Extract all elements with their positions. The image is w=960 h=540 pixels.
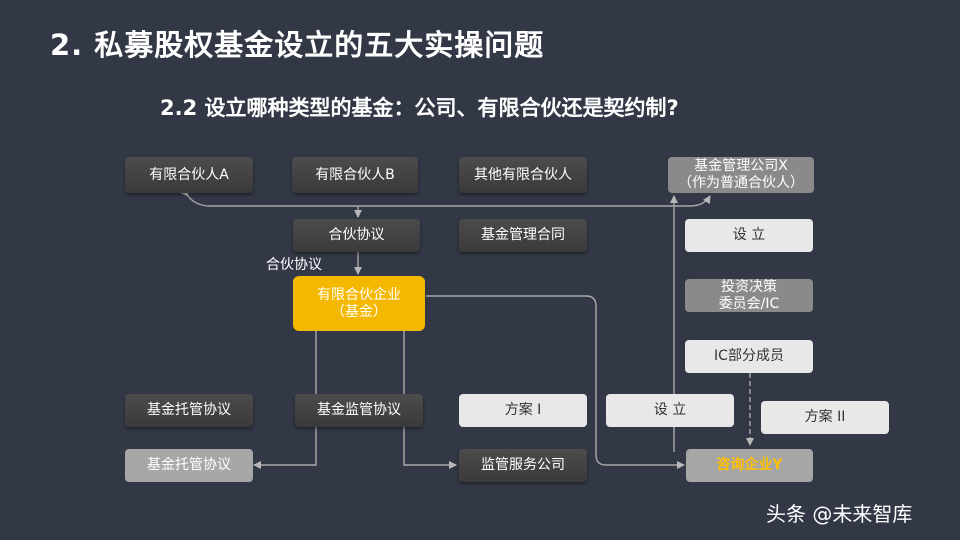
ic-line-2: 委员会/IC xyxy=(718,295,780,312)
node-custody-agreement: 基金托管协议 xyxy=(125,394,253,427)
node-custody-agreement-2: 基金托管协议 xyxy=(125,449,253,482)
node-supervision-agreement: 基金监管协议 xyxy=(295,394,423,427)
node-setup-1: 设 立 xyxy=(685,219,813,252)
node-plan-1: 方案 I xyxy=(459,394,587,427)
partners-link-line xyxy=(180,188,711,207)
node-investment-committee: 投资决策 委员会/IC xyxy=(685,279,813,312)
node-ic-members: IC部分成员 xyxy=(685,340,813,373)
gp-line-1: 基金管理公司X xyxy=(694,158,788,174)
node-fund-manager-gp: 基金管理公司X （作为普通合伙人） xyxy=(668,157,814,193)
node-limited-partner-b: 有限合伙人B xyxy=(292,157,418,193)
slide-title: 2. 私募股权基金设立的五大实操问题 xyxy=(50,28,545,62)
node-fund-management-contract: 基金管理合同 xyxy=(459,219,587,252)
node-consulting-firm-y: 咨询企业Y xyxy=(686,449,813,482)
node-plan-2: 方案 II xyxy=(761,401,889,434)
node-partnership-agreement: 合伙协议 xyxy=(293,219,420,252)
arrow-to-supervision-service xyxy=(403,331,457,469)
node-limited-partner-a: 有限合伙人A xyxy=(125,157,253,193)
arrow-to-custody xyxy=(253,331,317,469)
node-other-limited-partners: 其他有限合伙人 xyxy=(459,157,587,193)
ic-line-1: 投资决策 xyxy=(721,278,777,295)
gp-line-2: （作为普通合伙人） xyxy=(678,175,804,191)
node-setup-2: 设 立 xyxy=(606,394,734,427)
arrow-to-consulting xyxy=(426,295,685,469)
watermark: 头条 @未来智库 xyxy=(766,502,913,526)
slide-subtitle: 2.2 设立哪种类型的基金：公司、有限合伙还是契约制? xyxy=(160,96,679,120)
fund-line-2: （基金） xyxy=(331,303,387,320)
node-limited-partnership-fund: 有限合伙企业 （基金） xyxy=(293,276,425,331)
node-supervision-service-company: 监管服务公司 xyxy=(459,449,587,482)
edge-label-partnership-agreement: 合伙协议 xyxy=(266,257,322,273)
fund-line-1: 有限合伙企业 xyxy=(317,286,401,303)
